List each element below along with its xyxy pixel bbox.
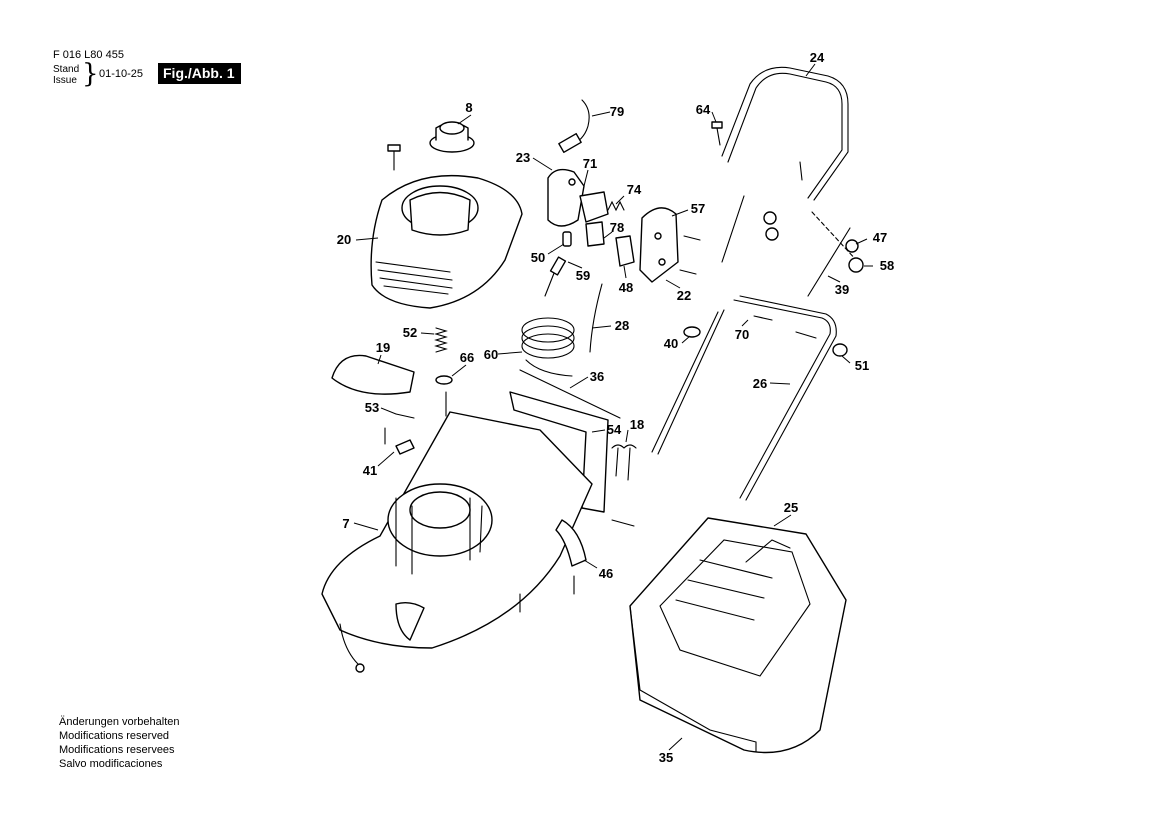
part-label-52: 52 <box>403 325 417 340</box>
part-label-74: 74 <box>627 182 642 197</box>
part-28-cable <box>589 283 603 353</box>
stand-label: Stand <box>53 64 80 75</box>
note-spanish: Salvo modificaciones <box>59 758 163 770</box>
part-47-nut <box>845 239 859 253</box>
part-25-grass-box <box>629 517 847 754</box>
screw-57 <box>683 235 701 241</box>
part-label-51: 51 <box>855 358 869 373</box>
part-label-24: 24 <box>810 50 825 65</box>
stand-issue-label: Stand Issue <box>53 64 79 86</box>
part-label-40: 40 <box>664 336 678 351</box>
part-labels: 8 79 64 24 23 71 74 57 20 50 78 47 58 59… <box>337 50 894 765</box>
part-label-50: 50 <box>531 250 545 265</box>
part-35-box-frame <box>629 605 757 753</box>
part-label-59: 59 <box>576 268 590 283</box>
brace-glyph: } <box>82 59 99 89</box>
part-79-cable-clip <box>558 99 590 154</box>
part-label-7: 7 <box>342 516 349 531</box>
part-46-wheel-cover <box>555 519 587 567</box>
part-label-25: 25 <box>784 500 798 515</box>
part-41-terminal <box>395 439 415 455</box>
part-18-spring <box>611 444 637 481</box>
part-label-41: 41 <box>363 463 377 478</box>
part-label-58: 58 <box>880 258 894 273</box>
part-label-19: 19 <box>376 340 390 355</box>
part-7-deck <box>321 411 593 649</box>
note-german: Änderungen vorbehalten <box>59 716 180 728</box>
issue-label: Issue <box>53 75 77 86</box>
part-label-54: 54 <box>607 422 622 437</box>
part-78-bracket <box>585 221 605 247</box>
part-label-35: 35 <box>659 750 673 765</box>
figure-label: Fig./Abb. 1 <box>158 63 241 84</box>
part-label-53: 53 <box>365 400 379 415</box>
part-60-coiled-cable <box>521 317 575 377</box>
part-label-79: 79 <box>610 104 624 119</box>
document-code: F 016 L80 455 <box>53 49 124 61</box>
part-label-47: 47 <box>873 230 887 245</box>
part-51-knob <box>832 343 848 357</box>
part-label-22: 22 <box>677 288 691 303</box>
nut-left-lower <box>765 227 779 241</box>
part-70-screw <box>753 315 773 321</box>
modification-notes: Änderungen vorbehalten Modifications res… <box>59 715 179 771</box>
part-label-70: 70 <box>735 327 749 342</box>
part-57-switch-cover <box>639 207 679 283</box>
part-label-64: 64 <box>696 102 711 117</box>
part-label-18: 18 <box>630 417 644 432</box>
part-58-nut <box>848 257 864 273</box>
part-label-8: 8 <box>465 100 472 115</box>
part-66-washer <box>435 375 453 385</box>
part-50-switch-part <box>562 231 572 247</box>
part-8-hub <box>429 121 475 153</box>
part-label-57: 57 <box>691 201 705 216</box>
part-20-motor-cover <box>370 174 523 309</box>
part-64-screw <box>711 121 723 146</box>
part-label-60: 60 <box>484 347 498 362</box>
part-label-66: 66 <box>460 350 474 365</box>
screw-top-left <box>387 144 401 171</box>
part-label-39: 39 <box>835 282 849 297</box>
cable-end <box>355 663 365 673</box>
part-59-plug <box>549 256 567 276</box>
part-label-20: 20 <box>337 232 351 247</box>
part-label-23: 23 <box>516 150 530 165</box>
note-english: Modifications reserved <box>59 730 170 742</box>
part-40-clip <box>683 326 701 338</box>
part-74-spring <box>607 200 625 212</box>
part-label-28: 28 <box>615 318 629 333</box>
part-39-handle-rod-left <box>721 195 745 263</box>
part-19-flap <box>331 354 415 395</box>
deck-cable <box>339 623 359 665</box>
screw-22 <box>679 269 697 275</box>
part-label-26: 26 <box>753 376 767 391</box>
part-48-lever <box>615 235 635 267</box>
note-french: Modifications reservees <box>59 744 175 756</box>
leader-lines <box>353 63 873 751</box>
screw-46-side <box>611 519 635 527</box>
part-26-lower-handle <box>651 295 837 501</box>
part-53-screw <box>395 413 415 419</box>
screw-24 <box>799 161 803 181</box>
part-label-36: 36 <box>590 369 604 384</box>
part-label-46: 46 <box>599 566 613 581</box>
dashed-guide <box>811 211 859 263</box>
part-36-rod <box>519 369 621 419</box>
screw-70-right <box>795 331 817 339</box>
part-label-71: 71 <box>583 156 597 171</box>
issue-date: 01-10-25 <box>99 68 144 80</box>
part-label-78: 78 <box>610 220 624 235</box>
part-39-handle-rod-right <box>807 227 851 297</box>
nut-left-upper <box>763 211 777 225</box>
part-52-spring <box>434 327 448 353</box>
part-24-upper-handle <box>721 66 849 201</box>
part-23-switch-housing <box>547 168 609 227</box>
part-label-48: 48 <box>619 280 633 295</box>
